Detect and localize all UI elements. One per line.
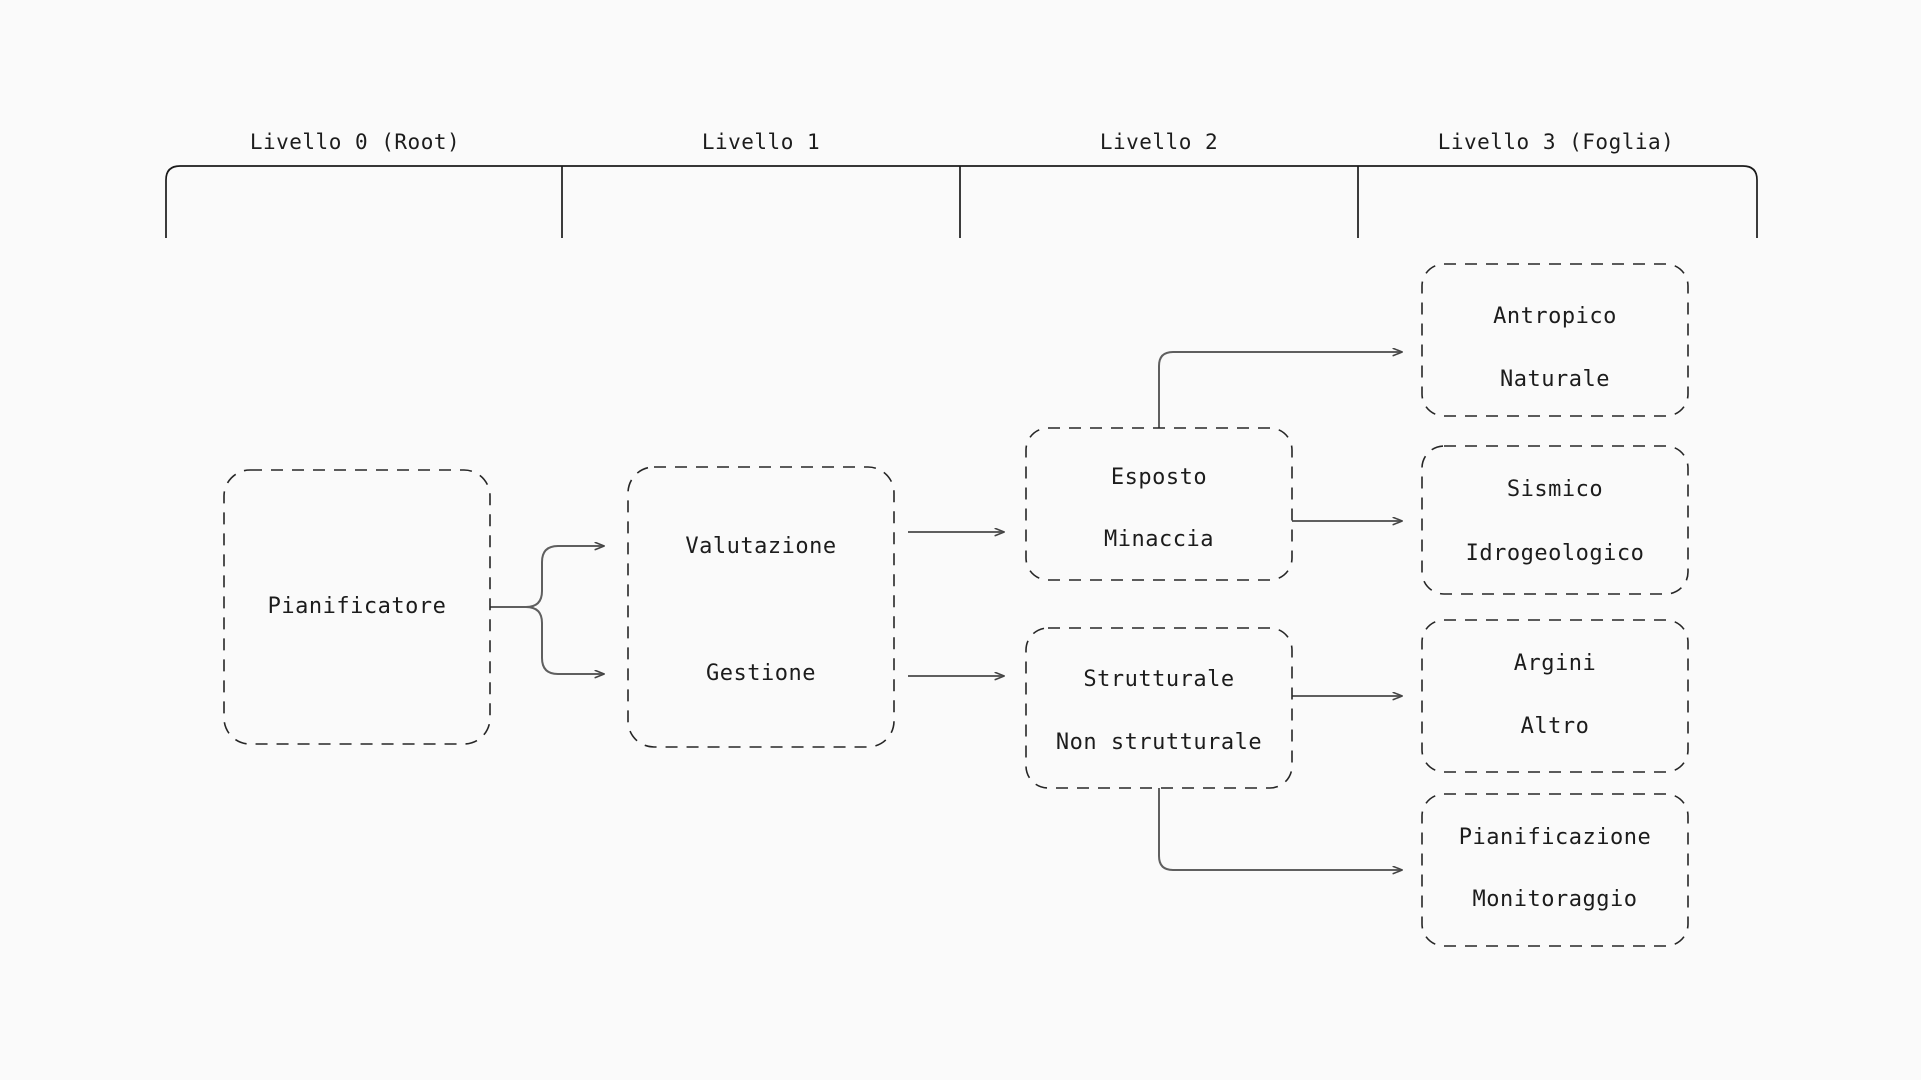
node-box-sismico[interactable] — [1421, 445, 1689, 595]
edge-root-to-gestione — [490, 606, 604, 674]
node-label-pianificazione-0: Pianificazione — [1459, 825, 1651, 850]
node-root[interactable]: Pianificatore — [223, 469, 491, 745]
level-header-1: Livello 1 — [702, 130, 820, 154]
edge-root-to-valutazione — [490, 546, 604, 608]
level-header-2: Livello 2 — [1100, 130, 1218, 154]
node-label-pianificazione-1: Monitoraggio — [1473, 887, 1638, 912]
level-headers: Livello 0 (Root) Livello 1 Livello 2 Livell… — [250, 130, 1674, 154]
node-label-root-0: Pianificatore — [268, 594, 447, 619]
node-label-argini-0: Argini — [1514, 651, 1596, 676]
node-box-argini[interactable] — [1421, 619, 1689, 773]
node-box-esposto[interactable] — [1025, 427, 1293, 581]
node-box-root[interactable] — [223, 469, 491, 745]
node-label-argini-1: Altro — [1521, 714, 1590, 739]
node-label-level1-1: Gestione — [706, 661, 816, 686]
node-box-level1[interactable] — [627, 466, 895, 748]
node-label-level1-0: Valutazione — [685, 534, 836, 559]
level-header-3: Livello 3 (Foglia) — [1438, 130, 1675, 154]
node-box-antropico[interactable] — [1421, 263, 1689, 417]
level-bracket — [165, 165, 1758, 238]
node-box-pianificazione[interactable] — [1421, 793, 1689, 947]
node-label-antropico-1: Naturale — [1500, 367, 1610, 392]
node-label-strutturale-0: Strutturale — [1083, 667, 1234, 692]
edge-strutturale-to-pianificazione — [1158, 788, 1402, 870]
node-label-sismico-0: Sismico — [1507, 477, 1603, 502]
node-label-sismico-1: Idrogeologico — [1466, 541, 1645, 566]
node-label-esposto-0: Esposto — [1111, 465, 1207, 490]
connector-edges — [490, 352, 1402, 870]
level-header-0: Livello 0 (Root) — [250, 130, 460, 154]
node-label-esposto-1: Minaccia — [1104, 527, 1214, 552]
bracket-rail — [165, 165, 1758, 238]
edge-esposto-to-antropico — [1158, 352, 1402, 428]
node-label-antropico-0: Antropico — [1493, 304, 1617, 329]
node-label-strutturale-1: Non strutturale — [1056, 730, 1262, 755]
node-box-strutturale[interactable] — [1025, 627, 1293, 789]
